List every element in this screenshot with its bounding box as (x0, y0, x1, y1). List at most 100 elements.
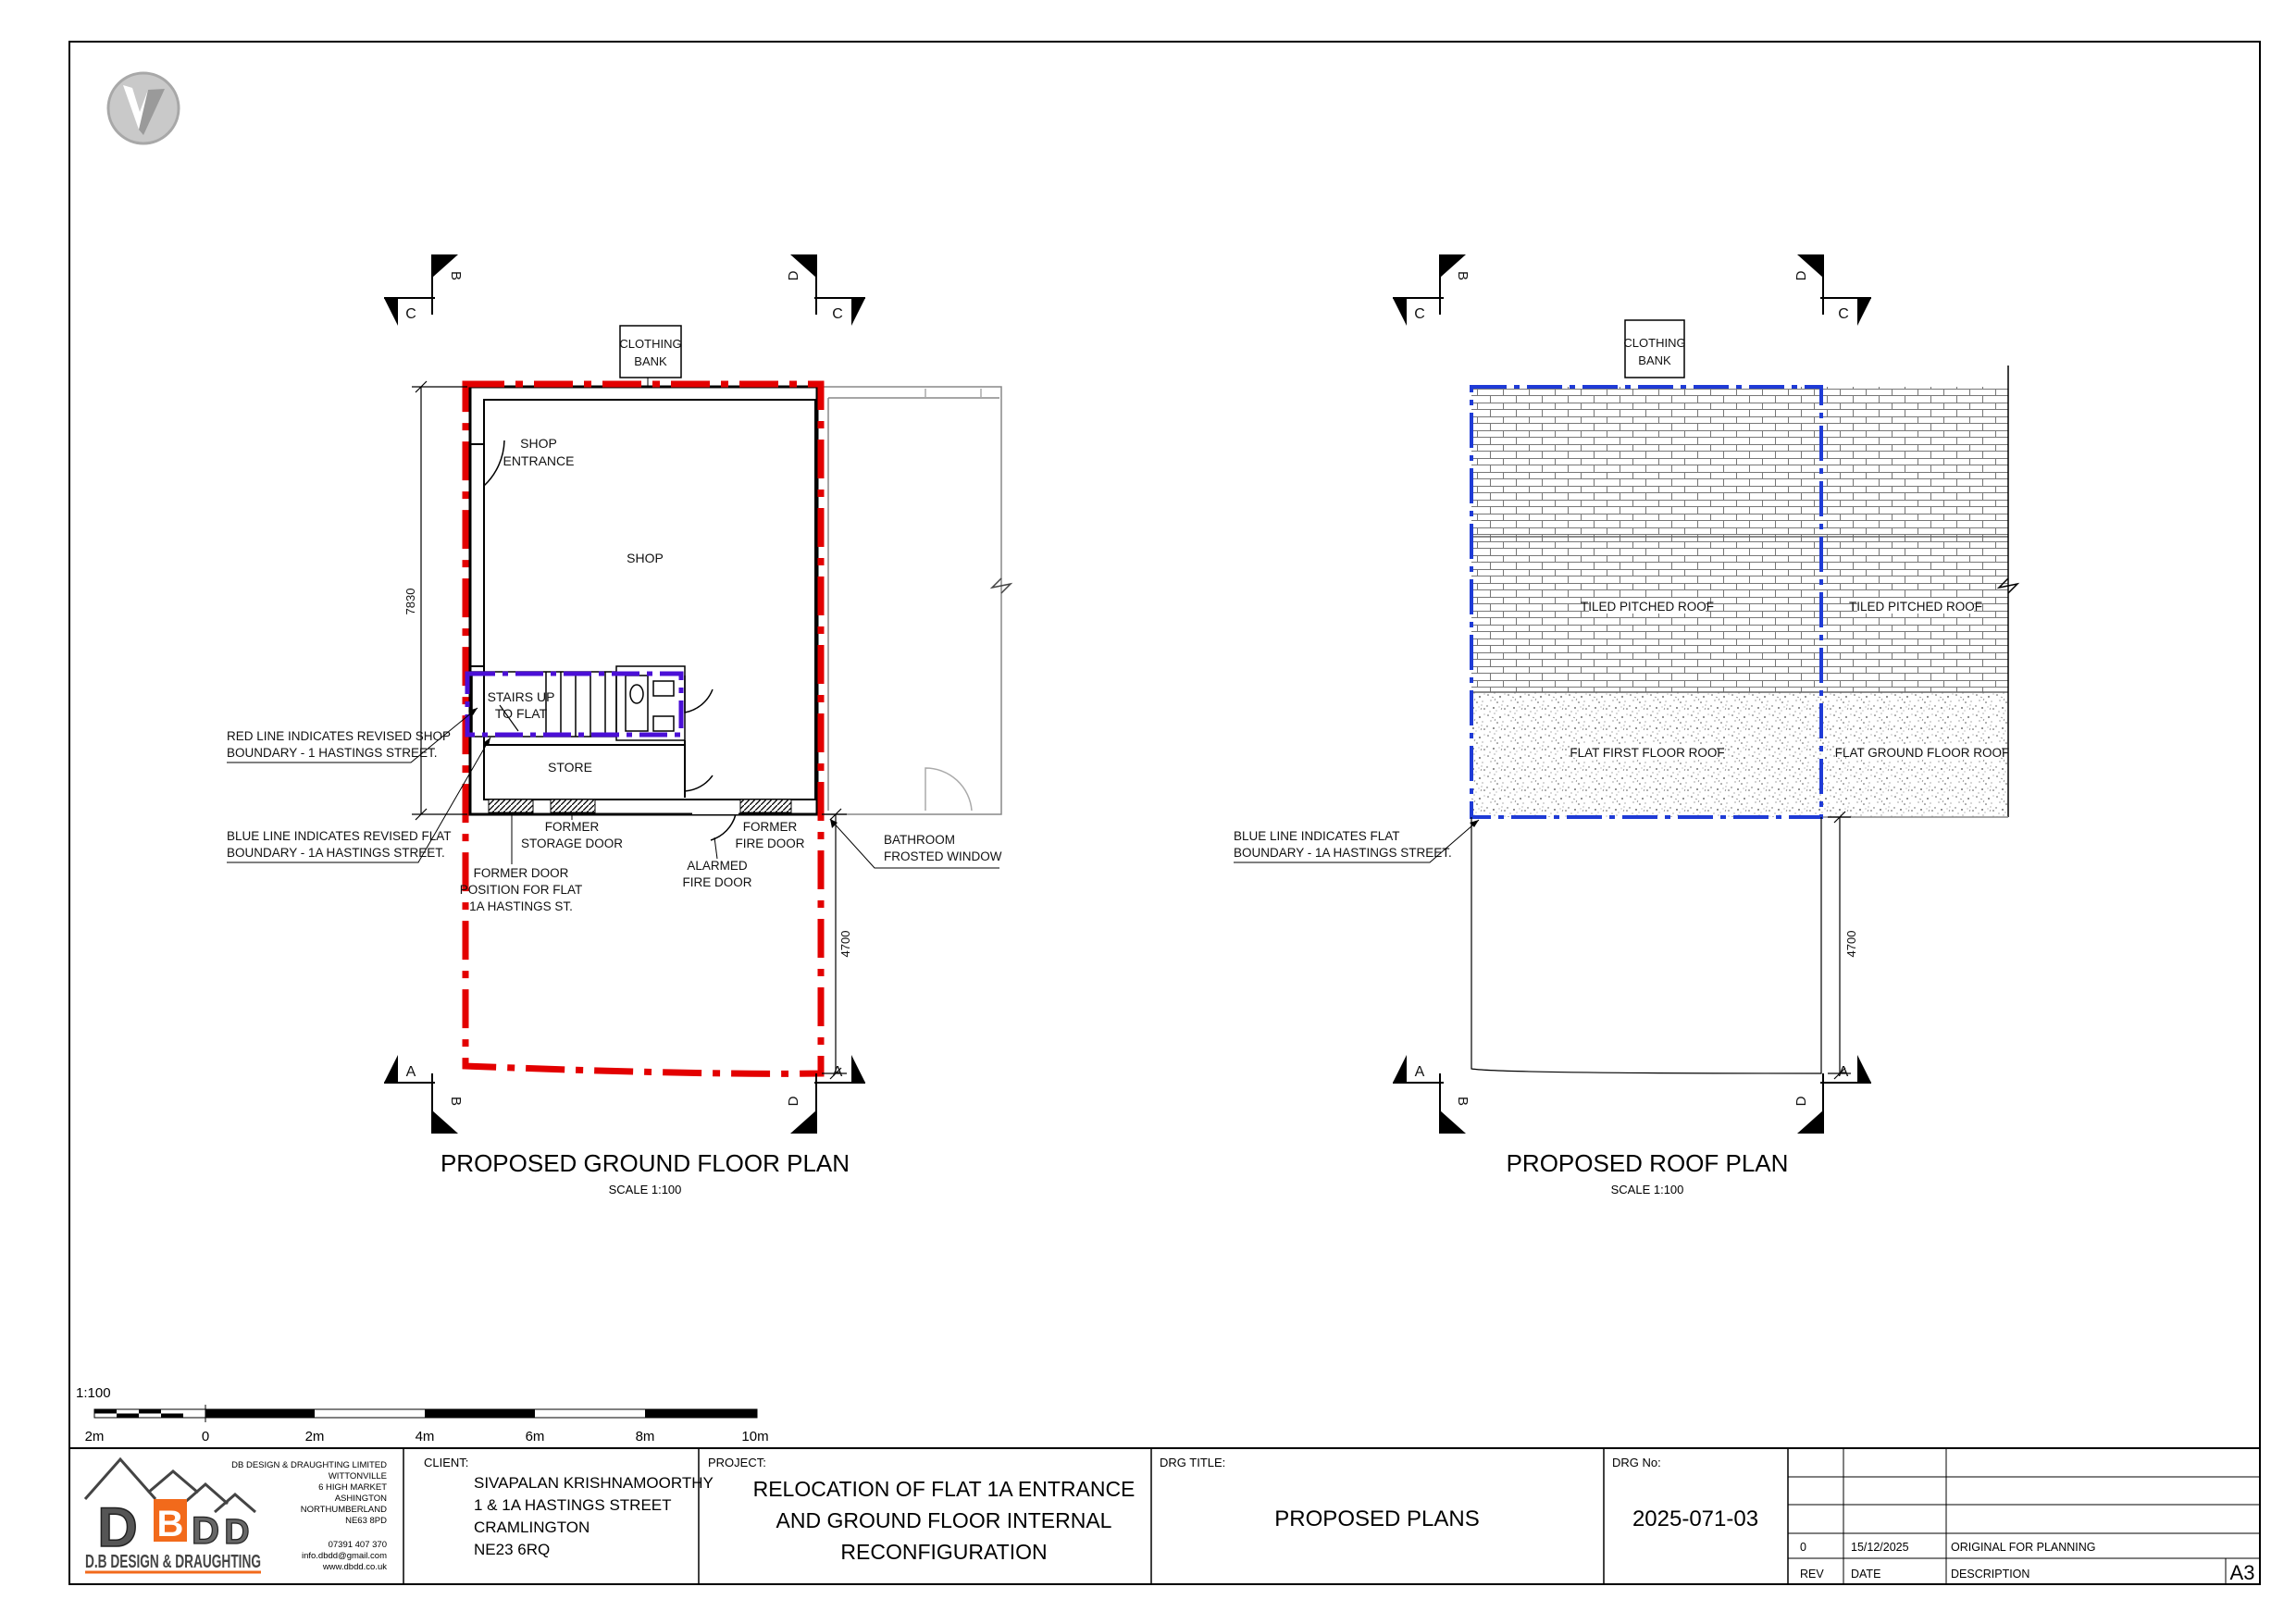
store-walls (484, 740, 714, 798)
shop-boundary-red-line (462, 380, 825, 1077)
rev-value: 0 (1800, 1541, 1806, 1554)
shop-entrance-label-2: ENTRANCE (503, 453, 574, 468)
former-storage-door-hatch (550, 799, 596, 813)
client-line-4: NE23 6RQ (474, 1541, 550, 1558)
section-marker-a-right: A (814, 1055, 865, 1084)
logo-letter-3: D (192, 1508, 219, 1552)
company-website: www.dbdd.co.uk (322, 1562, 387, 1572)
former-storage-door-label-2: STORAGE DOOR (521, 837, 623, 850)
roof-section-marker-c-right: C (1820, 297, 1871, 326)
project-line-3: RECONFIGURATION (840, 1540, 1047, 1564)
scale-label-4: 4m (416, 1429, 435, 1444)
company-address: DB DESIGN & DRAUGHTING LIMITED WITTONVIL… (231, 1460, 387, 1572)
project-line-2: AND GROUND FLOOR INTERNAL (776, 1508, 1112, 1532)
roof-clothing-bank-label-1: CLOTHING (1623, 336, 1685, 350)
bathroom-window-label-2: FROSTED WINDOW (884, 849, 1002, 863)
scale-label-3: 2m (305, 1429, 325, 1444)
dimension-7830-label: 7830 (403, 589, 417, 615)
roof-blue-line-note-2: BOUNDARY - 1A HASTINGS STREET. (1234, 846, 1452, 860)
ground-plan-title: PROPOSED GROUND FLOOR PLAN (441, 1149, 850, 1177)
alarmed-fire-door-label-1: ALARMED (687, 859, 748, 873)
shop-label: SHOP (627, 551, 664, 565)
roof-yard-outline (1471, 817, 1822, 1074)
blue-line-note-2: BOUNDARY - 1A HASTINGS STREET. (227, 846, 445, 860)
section-b-bottom-label: B (448, 1097, 464, 1106)
description-header: DESCRIPTION (1951, 1568, 2029, 1581)
section-marker-d-bottom: D (786, 1073, 817, 1134)
sheet-size: A3 (2230, 1561, 2255, 1584)
section-marker-d-top: D (786, 254, 817, 315)
rev-description-value: ORIGINAL FOR PLANNING (1951, 1541, 2096, 1554)
former-door-position-label-3: 1A HASTINGS ST. (469, 899, 573, 913)
section-marker-b-bottom: B (431, 1073, 464, 1134)
roof-plan-scale: SCALE 1:100 (1611, 1183, 1684, 1196)
section-c-left-label: C (405, 306, 416, 322)
scale-bar: 1:100 2m 0 2m 4m 6m 8m 10m (76, 1385, 769, 1444)
roof-outlines (1471, 366, 2020, 818)
section-marker-b-top: B (431, 254, 464, 315)
roof-flat-boundary-blue-line (1470, 385, 1823, 819)
tiled-roof-main (1471, 387, 1821, 692)
roof-section-marker-d-bottom: D (1793, 1073, 1824, 1134)
drg-no-label: DRG No: (1612, 1456, 1661, 1469)
former-door-position-label-1: FORMER DOOR (474, 866, 569, 880)
logo-letter-4: D (224, 1513, 249, 1552)
scale-label-1: 2m (85, 1429, 105, 1444)
drg-no: 2025-071-03 (1632, 1506, 1758, 1531)
alarmed-fire-door-label-2: FIRE DOOR (682, 875, 751, 889)
scale-bar-ratio: 1:100 (76, 1385, 111, 1401)
project-label: PROJECT: (708, 1456, 766, 1469)
former-fire-door-label-1: FORMER (743, 820, 798, 834)
dimension-7830 (412, 380, 467, 821)
dimension-4700-label: 4700 (838, 931, 852, 958)
flat-first-floor-roof-label: FLAT FIRST FLOOR ROOF (1570, 746, 1724, 760)
roof-section-b-bottom-label: B (1455, 1097, 1471, 1106)
shop-entrance-door (483, 421, 505, 488)
bathroom-window-label-1: BATHROOM (884, 833, 955, 847)
roof-section-c-left-label: C (1414, 306, 1425, 322)
company-line-5: NORTHUMBERLAND (301, 1505, 387, 1515)
roof-section-marker-d-top: D (1793, 254, 1824, 315)
company-line-1: DB DESIGN & DRAUGHTING LIMITED (231, 1460, 387, 1470)
drg-title: PROPOSED PLANS (1274, 1506, 1479, 1531)
roof-plan: CLOTHING BANK 4700 TILED PITCHED ROOF TI… (1234, 254, 2020, 1196)
tiled-roof-left-label: TILED PITCHED ROOF (1581, 600, 1714, 614)
company-line-3: 6 HIGH MARKET (318, 1482, 387, 1493)
wc-room (615, 665, 714, 741)
roof-section-a-right-label: A (1839, 1064, 1849, 1080)
logo-letter-2: B (157, 1504, 184, 1544)
company-line-6: NE63 8PD (345, 1516, 387, 1526)
red-line-note-1: RED LINE INDICATES REVISED SHOP (227, 729, 451, 743)
roof-section-marker-c-left: C (1393, 297, 1444, 326)
client-line-3: CRAMLINGTON (474, 1519, 590, 1536)
ground-plan-scale: SCALE 1:100 (609, 1183, 682, 1196)
company-email: info.dbdd@gmail.com (302, 1551, 387, 1561)
roof-section-a-left-label: A (1415, 1064, 1425, 1080)
dbdd-logo: D B D D D.B DESIGN & DRAUGHTING (83, 1457, 261, 1574)
ground-clothing-bank-label-1: CLOTHING (619, 337, 681, 351)
section-c-right-label: C (832, 306, 843, 322)
stairs-to-flat (471, 671, 617, 738)
section-d-top-label: D (786, 270, 801, 280)
section-marker-c-right: C (814, 297, 865, 326)
drg-title-label: DRG TITLE: (1160, 1456, 1225, 1469)
scale-label-7: 10m (741, 1429, 768, 1444)
date-header: DATE (1851, 1568, 1880, 1581)
roof-section-d-bottom-label: D (1793, 1096, 1809, 1106)
tiled-roof-neighbour (1821, 387, 2008, 692)
project-line-1: RELOCATION OF FLAT 1A ENTRANCE (753, 1477, 1136, 1501)
company-phone: 07391 407 370 (329, 1540, 387, 1550)
former-fire-door-label-2: FIRE DOOR (735, 837, 804, 850)
stairs-label-1: STAIRS UP (488, 689, 555, 704)
blue-line-note-1: BLUE LINE INDICATES REVISED FLAT (227, 829, 452, 843)
scale-label-2: 0 (202, 1429, 209, 1444)
neighbour-building (822, 386, 1013, 815)
alarmed-fire-door (699, 813, 737, 841)
flat-boundary-blue-line (465, 671, 684, 738)
clothing-bank-box (619, 325, 682, 378)
ground-clothing-bank-label-2: BANK (634, 354, 667, 368)
roof-section-c-right-label: C (1838, 306, 1849, 322)
watermark-logo-icon (106, 71, 180, 145)
shop-entrance-label-1: SHOP (520, 436, 557, 451)
